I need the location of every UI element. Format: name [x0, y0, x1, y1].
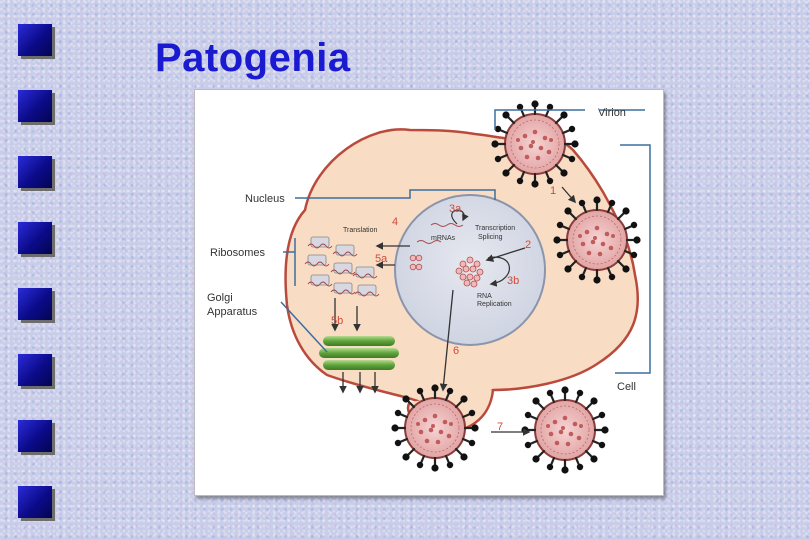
- step-5b: 5b: [331, 315, 343, 327]
- golgi-apparatus: [319, 336, 399, 370]
- bullet-square: [18, 24, 52, 56]
- label-rna-1: RNA: [477, 293, 492, 300]
- virion-budding: [390, 383, 480, 473]
- label-rna-2: Replication: [477, 301, 512, 308]
- label-cell: Cell: [617, 381, 636, 393]
- bullet-square: [18, 420, 52, 452]
- step-4: 4: [392, 216, 398, 228]
- step-3b: 3b: [507, 275, 519, 287]
- label-transcription-1: Transcription: [475, 225, 515, 232]
- rna-cluster: [455, 256, 484, 288]
- virion-endocytosed: [552, 195, 642, 285]
- label-golgi-2: Apparatus: [207, 306, 258, 318]
- step-1: 1: [550, 185, 556, 197]
- step-3a: 3a: [449, 203, 462, 215]
- bullet-square: [18, 90, 52, 122]
- label-mrnas: mRNAs: [431, 235, 456, 242]
- virion-entering: [490, 99, 580, 189]
- bullet-square: [18, 288, 52, 320]
- label-golgi-1: Golgi: [207, 292, 233, 304]
- bullet-square: [18, 354, 52, 386]
- label-ribosomes: Ribosomes: [210, 247, 266, 259]
- label-transcription-2: Splicing: [478, 234, 503, 241]
- bullet-square: [18, 156, 52, 188]
- slide-title: Patogenia: [155, 36, 351, 80]
- step-2: 2: [525, 239, 531, 251]
- virion-released: [520, 385, 610, 475]
- bullet-square: [18, 486, 52, 518]
- step-5a: 5a: [375, 253, 388, 265]
- label-virion: Virion: [598, 107, 626, 119]
- label-translation: Translation: [343, 227, 377, 234]
- bullet-square: [18, 222, 52, 254]
- label-nucleus: Nucleus: [245, 193, 285, 205]
- step-6: 6: [453, 345, 459, 357]
- step-7: 7: [497, 421, 503, 433]
- virus-replication-diagram: Virion Nucleus Ribosomes Golgi Apparatus…: [194, 89, 664, 496]
- diagram-svg: Virion Nucleus Ribosomes Golgi Apparatus…: [207, 99, 651, 475]
